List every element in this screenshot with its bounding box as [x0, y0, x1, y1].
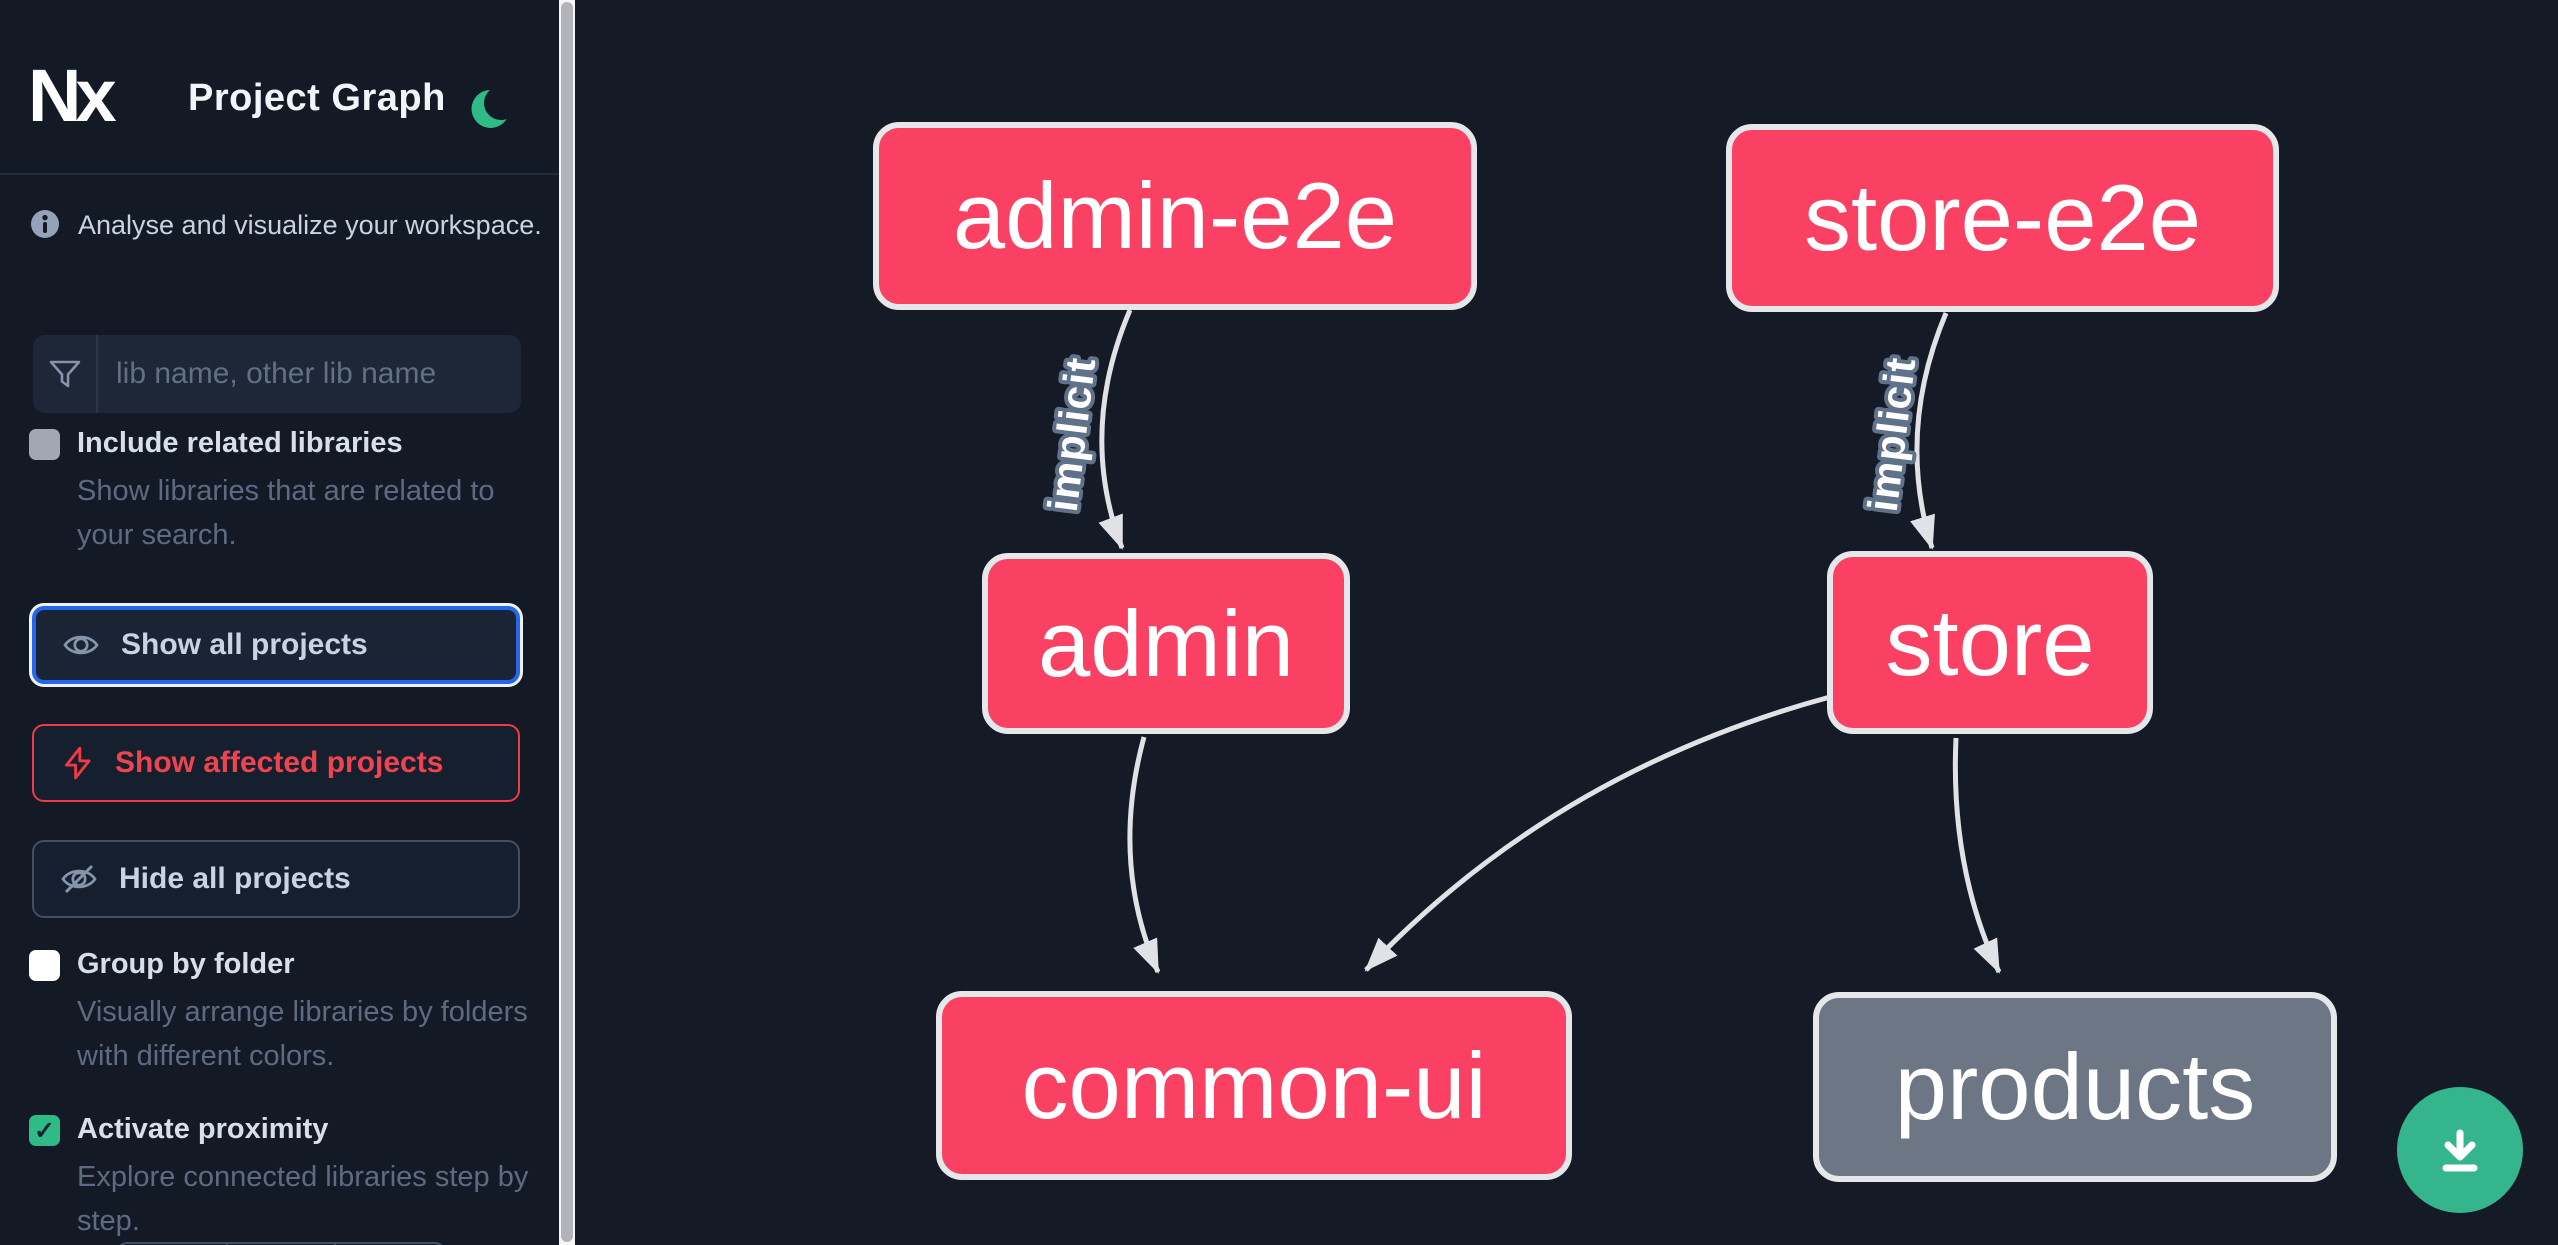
checkbox-label: Group by folder: [77, 948, 295, 980]
show-affected-projects-button[interactable]: Show affected projects: [32, 724, 520, 802]
graph-node-common-ui[interactable]: common-ui: [936, 991, 1572, 1180]
check-icon: ✓: [34, 1116, 55, 1145]
page-title: Project Graph: [188, 77, 446, 119]
sidebar-scrollbar-thumb[interactable]: [561, 2, 573, 1242]
sidebar-scrollbar: [559, 0, 575, 1245]
workspace-info: Analyse and visualize your workspace.: [31, 210, 542, 240]
button-label: Hide all projects: [119, 862, 351, 895]
search-input[interactable]: [98, 335, 521, 413]
eye-slash-icon: [61, 864, 97, 894]
header-divider: [0, 173, 560, 175]
node-label: admin: [1037, 590, 1295, 696]
graph-node-products[interactable]: products: [1813, 992, 2337, 1182]
download-graph-button[interactable]: [2397, 1087, 2523, 1213]
checkbox-description: Show libraries that are related to your …: [77, 475, 495, 551]
info-text: Analyse and visualize your workspace.: [78, 210, 542, 240]
checkbox-label: Include related libraries: [77, 427, 403, 459]
hide-all-projects-button[interactable]: Hide all projects: [32, 840, 520, 918]
edge-store-common-ui[interactable]: [1364, 694, 1831, 972]
node-label: common-ui: [1021, 1032, 1487, 1138]
edge-label-implicit: implicit: [1039, 354, 1105, 514]
graph-node-admin[interactable]: admin: [982, 553, 1350, 734]
info-icon: [31, 210, 59, 238]
graph-node-store[interactable]: store: [1827, 551, 2153, 734]
download-icon: [2442, 1129, 2478, 1172]
node-label: products: [1894, 1034, 2256, 1139]
checkbox-box[interactable]: [29, 950, 60, 981]
graph-node-store-e2e[interactable]: store-e2e: [1726, 124, 2279, 312]
lightning-bolt-icon: [64, 746, 91, 780]
node-label: store-e2e: [1803, 165, 2202, 270]
checkbox-description: Visually arrange libraries by folders wi…: [77, 996, 528, 1072]
eye-icon: [63, 635, 99, 655]
edge-store-e2e-store[interactable]: [1910, 312, 1949, 550]
filter-funnel-icon: [33, 335, 98, 413]
nx-logo-text: Nx: [28, 53, 117, 137]
search-box: [33, 335, 521, 413]
button-label: Show all projects: [121, 628, 368, 661]
node-label: admin-e2e: [952, 163, 1398, 268]
checkbox-description: Explore connected libraries step by step…: [77, 1161, 529, 1237]
checkbox-box[interactable]: [29, 429, 60, 460]
button-label: Show affected projects: [115, 746, 444, 779]
edge-store-products[interactable]: [1952, 737, 2002, 974]
graph-node-admin-e2e[interactable]: admin-e2e: [873, 122, 1477, 310]
edge-admin-e2e-admin[interactable]: [1098, 309, 1133, 550]
edge-admin-common-ui[interactable]: [1127, 736, 1161, 974]
nx-logo: Nx: [28, 52, 148, 138]
node-label: store: [1885, 589, 2095, 695]
show-all-projects-button[interactable]: Show all projects: [32, 606, 520, 684]
edge-label-implicit: implicit: [1859, 354, 1925, 514]
theme-toggle-moon-icon[interactable]: [481, 83, 521, 123]
sidebar: Nx Project Graph Analyse and visualize y…: [0, 0, 560, 1245]
checkbox-label: Activate proximity: [77, 1113, 329, 1145]
checkbox-box-checked[interactable]: ✓: [29, 1115, 60, 1146]
